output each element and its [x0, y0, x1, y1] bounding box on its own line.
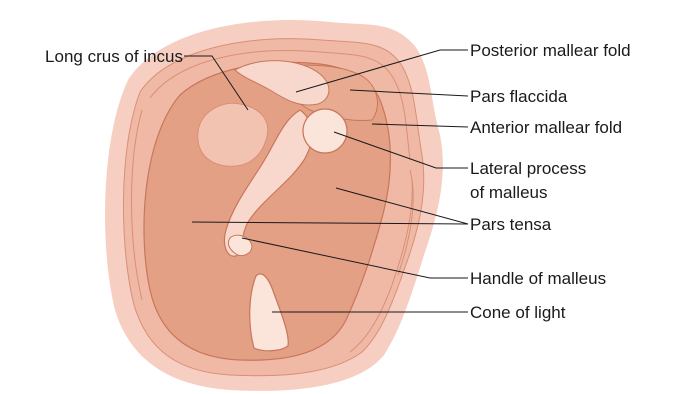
label-anterior-mallear-fold: Anterior mallear fold [470, 118, 622, 137]
label-long-crus-of-incus: Long crus of incus [45, 47, 183, 66]
label-cone-of-light: Cone of light [470, 303, 566, 322]
label-pars-tensa: Pars tensa [470, 215, 552, 234]
label-handle-of-malleus: Handle of malleus [470, 269, 606, 288]
label-posterior-mallear-fold: Posterior mallear fold [470, 41, 631, 60]
label-lateral-process-line1: Lateral process [470, 159, 586, 178]
label-lateral-process-line2: of malleus [470, 183, 547, 202]
label-pars-flaccida: Pars flaccida [470, 87, 568, 106]
lateral-process-knob [303, 109, 347, 153]
